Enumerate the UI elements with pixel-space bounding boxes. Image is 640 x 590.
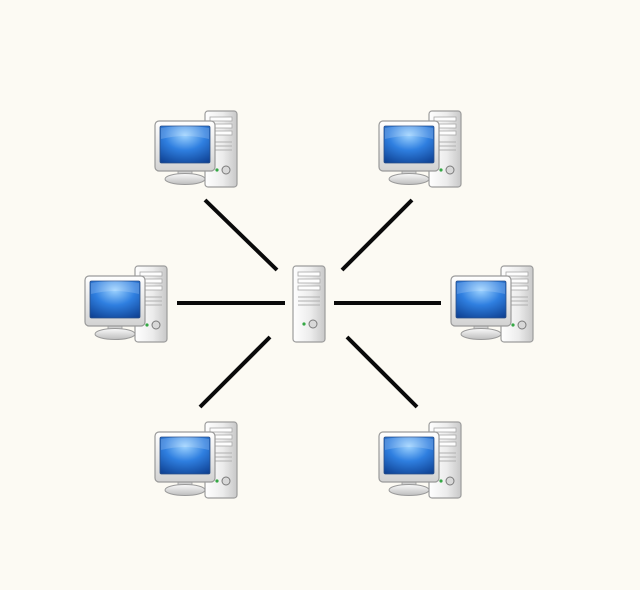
server-hub-icon [292,265,326,343]
workstation-top-right-icon [378,110,462,188]
workstation-mid-right-icon [450,265,534,343]
network-links [177,198,441,409]
workstation-bottom-right-icon [378,421,462,499]
link-top-right [340,198,414,272]
workstation-mid-left-icon [84,265,168,343]
workstation-bottom-left-icon [154,421,238,499]
workstation-top-left-icon [154,110,238,188]
link-bottom-left [198,335,272,409]
link-top-left [203,198,279,272]
link-bottom-right [345,335,419,409]
